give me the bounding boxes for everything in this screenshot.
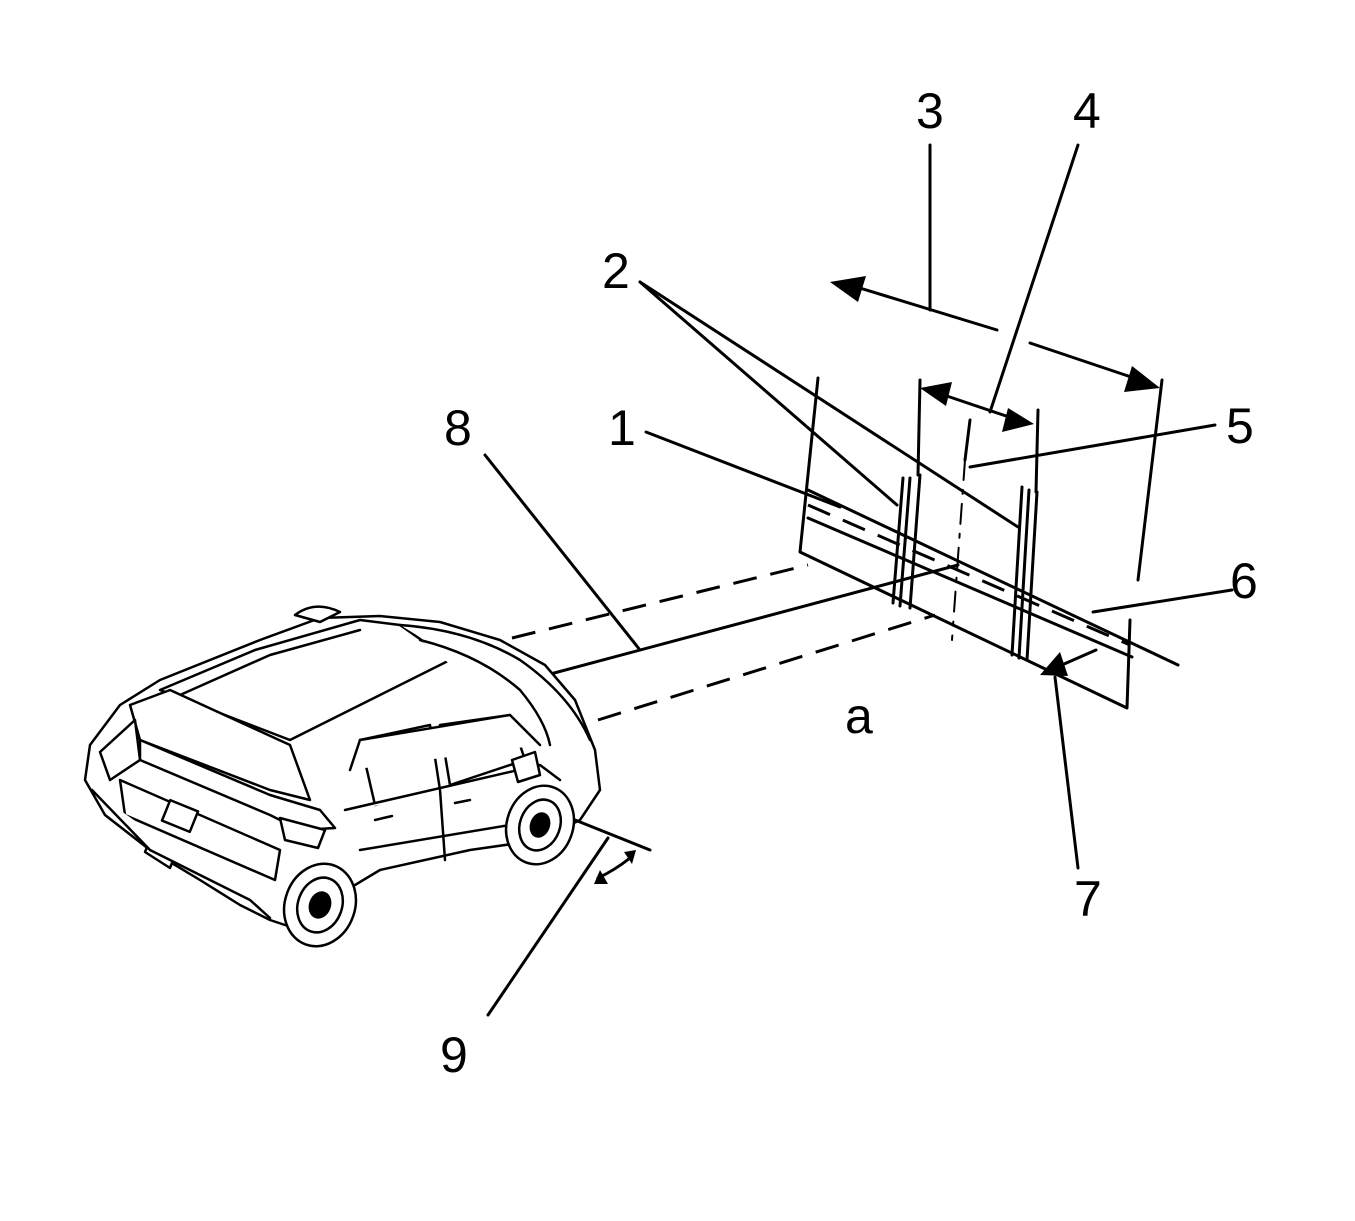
vehicle <box>83 605 602 948</box>
callout-4: 4 <box>1073 83 1101 139</box>
callout-3: 3 <box>916 83 944 139</box>
callout-5: 5 <box>1226 398 1254 454</box>
dimension-4 <box>920 143 1080 432</box>
callout-9: 9 <box>440 1027 468 1083</box>
leader-2 <box>638 280 1020 529</box>
leader-7 <box>1040 648 1098 870</box>
leader-5 <box>968 423 1217 469</box>
rear-wheel <box>282 862 358 948</box>
callout-8: 8 <box>444 400 472 456</box>
beam-lines <box>483 453 960 722</box>
aiming-screen <box>798 376 1180 710</box>
dimension-a-label: a <box>845 688 873 744</box>
leader-1 <box>644 430 842 509</box>
callout-1: 1 <box>608 400 636 456</box>
callout-2: 2 <box>602 243 630 299</box>
front-wheel <box>504 784 576 866</box>
callout-7: 7 <box>1074 871 1102 927</box>
leader-9 <box>486 818 652 1017</box>
dimension-3 <box>830 143 1160 392</box>
callout-6: 6 <box>1230 553 1258 609</box>
leader-6 <box>1091 588 1234 614</box>
